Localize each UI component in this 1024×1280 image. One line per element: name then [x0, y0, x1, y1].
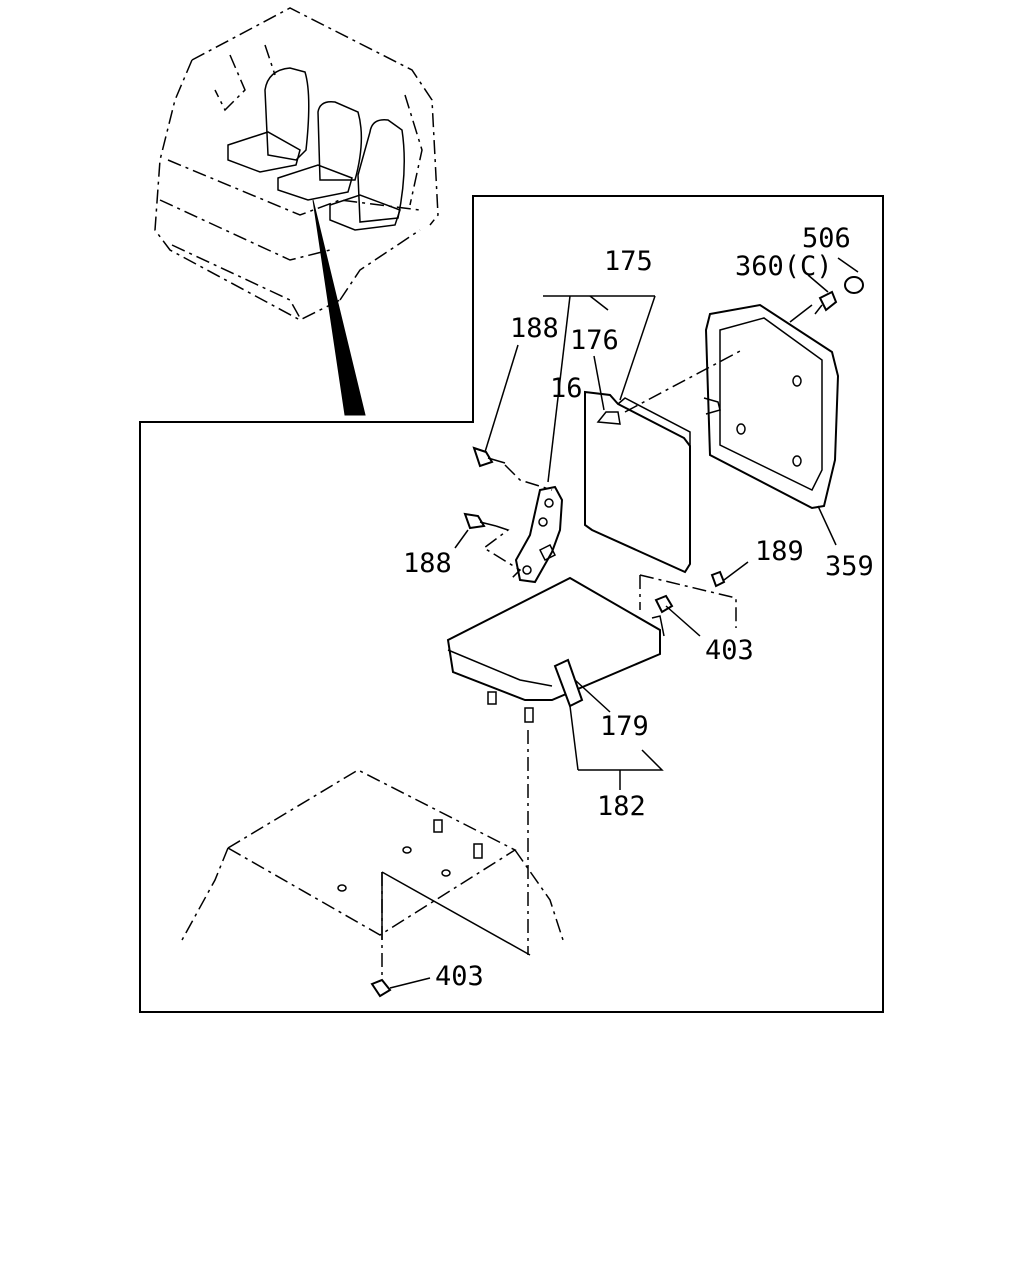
callout-176: 176	[570, 325, 619, 356]
bolt-188-lower	[463, 512, 497, 530]
callout-182: 182	[597, 791, 646, 822]
callout-403-right: 403	[705, 635, 754, 666]
callout-359: 359	[825, 551, 874, 582]
callout-16: 16	[550, 373, 583, 404]
callout-188-lower: 188	[403, 548, 452, 579]
callout-506: 506	[802, 223, 851, 254]
callout-188-upper: 188	[510, 313, 559, 344]
callout-179: 179	[600, 711, 649, 742]
nut-403-lower	[370, 978, 392, 998]
callout-175: 175	[604, 246, 653, 277]
callout-189: 189	[755, 536, 804, 567]
bolt-188-upper	[472, 446, 506, 468]
detail-leader-wedge	[312, 199, 366, 416]
detail-frame	[139, 195, 884, 1013]
floor-mount-base	[181, 769, 564, 956]
cap-506	[844, 276, 864, 294]
band-179	[553, 658, 584, 708]
callout-403-bottom: 403	[435, 961, 484, 992]
callout-360c: 360(C)	[735, 251, 833, 282]
leader-lines	[389, 257, 859, 989]
hinge-bracket	[514, 485, 564, 584]
bushing-189	[710, 570, 726, 588]
seat-back-cover	[703, 303, 840, 510]
cab-overview	[154, 7, 439, 416]
seat-back-frame	[584, 349, 743, 574]
callouts: 506 360(C) 175 188 176 16 188 189 359 40…	[403, 223, 874, 992]
screw-360c	[814, 290, 838, 315]
seat-cushion	[446, 576, 665, 701]
